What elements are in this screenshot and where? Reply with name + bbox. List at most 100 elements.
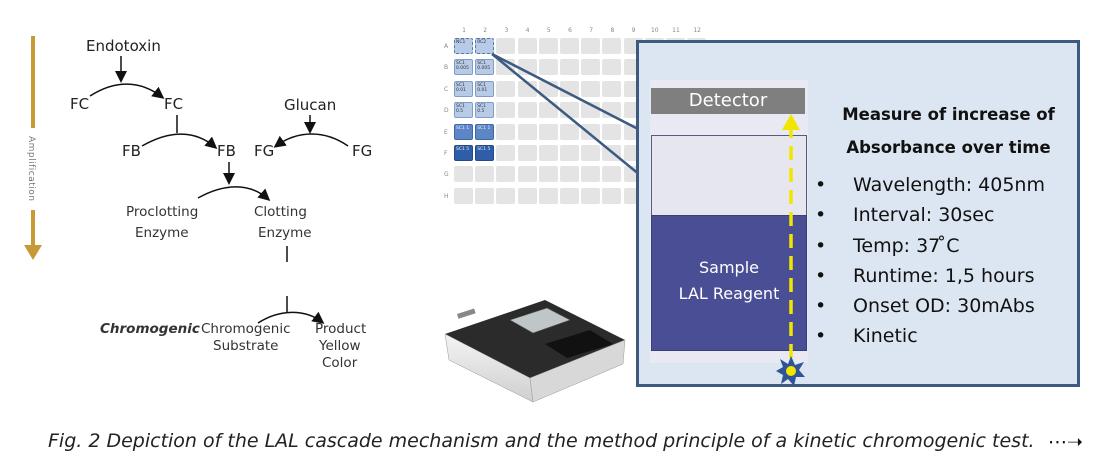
plate-column-header: 5 (546, 27, 551, 34)
plate-well (517, 145, 537, 161)
plate-well (602, 123, 622, 140)
reader-logo (457, 308, 476, 319)
light-beam (776, 114, 805, 386)
plate-well: SC1 0.5 (454, 102, 473, 119)
plate-row-header: E (444, 128, 448, 136)
plate-well (581, 80, 601, 97)
plate-row-header: D (444, 107, 449, 115)
plate-well: SC1 5 (454, 145, 473, 161)
detector-box: Detector (651, 88, 805, 114)
sample-label-line2: LAL Reagent (678, 284, 780, 303)
plate-column-header: 9 (631, 27, 636, 34)
fg-activation-arrow (273, 133, 349, 148)
plate-well: SC1 0.005 (475, 59, 495, 76)
plate-well (581, 38, 601, 54)
glucan-label: Glucan (284, 96, 336, 114)
list-item: •Interval: 30sec (815, 200, 1045, 230)
measure-title-line2: Absorbance over time (846, 138, 1051, 157)
sample-label-line1: Sample (699, 258, 759, 277)
fc-left-label: FC (70, 95, 89, 113)
plate-well (496, 80, 516, 97)
fc-activation-arrow (89, 83, 165, 99)
proclotting-label-line1: Proclotting (126, 204, 198, 220)
plate-column-header: 11 (672, 27, 680, 34)
plate-well: SC1 1 (454, 123, 473, 140)
interval-text: Interval: 30sec (853, 204, 995, 227)
temp-text: Temp: 37 ̊C (853, 234, 960, 257)
plate-well: SC1 0.005 (454, 59, 473, 76)
list-item: •Runtime: 1,5 hours (815, 261, 1045, 291)
plate-well: SC1 0.01 (454, 80, 473, 97)
measure-title-line1: Measure of increase of (842, 105, 1055, 124)
plate-well: SC1 5 (475, 145, 495, 161)
plate-well (538, 187, 558, 204)
plate-column-header: 3 (504, 27, 509, 34)
plate-column-header: 10 (650, 27, 659, 34)
kinetic-text: Kinetic (853, 325, 918, 348)
plate-column-header: 4 (525, 27, 530, 34)
plate-column-header: 1 (462, 27, 466, 34)
list-item: •Kinetic (815, 321, 1045, 351)
plate-well (496, 38, 516, 54)
cuvette-sample-fill (651, 215, 807, 351)
clotting-label-line1: Clotting (254, 204, 307, 220)
plate-well (538, 145, 558, 161)
plate-well (560, 80, 579, 97)
plate-well (581, 166, 601, 183)
plate-well (517, 59, 537, 76)
plate-well (517, 123, 537, 140)
plate-well: SC1 1 (475, 123, 495, 140)
plate-well (538, 123, 558, 140)
fc-right-label: FC (164, 95, 183, 113)
product-line2: Yellow (318, 338, 361, 354)
product-line1: Product (315, 321, 366, 337)
plate-row-header: C (444, 85, 449, 93)
reader-display (509, 307, 571, 334)
plate-well (496, 145, 516, 161)
onset-od-text: Onset OD: 30mAbs (853, 295, 1035, 318)
plate-column-header: 2 (483, 27, 488, 34)
proclotting-label-line2: Enzyme (135, 225, 189, 241)
plate-column-header: 7 (589, 27, 594, 34)
chromo-substrate-line2: Substrate (213, 338, 278, 354)
plate-well (538, 59, 558, 76)
measure-title: Measure of increase of Absorbance over t… (826, 98, 1071, 164)
next-arrow-icon[interactable]: ⋯➝ (1048, 431, 1083, 453)
plate-well (560, 123, 579, 140)
plate-well (454, 166, 473, 183)
plate-well (602, 59, 622, 76)
plate-column-header: 6 (568, 27, 572, 34)
endotoxin-label: Endotoxin (86, 37, 161, 55)
runtime-text: Runtime: 1,5 hours (853, 264, 1035, 287)
chromogenic-conversion-arrow (257, 311, 325, 324)
list-item: •Temp: 37 ̊C (815, 231, 1045, 261)
plate-row-header: F (444, 150, 448, 157)
reader-plate-drawer (545, 330, 613, 358)
plate-well: SC1 0.5 (475, 102, 495, 119)
plate-well (496, 187, 516, 204)
zoom-line-lower (491, 53, 641, 176)
plate-well (517, 38, 537, 54)
fg-left-label: FG (254, 142, 274, 160)
plate-well (496, 102, 516, 119)
plate-well (581, 187, 601, 204)
plate-well (602, 80, 622, 97)
wavelength-text: Wavelength: 405nm (853, 174, 1045, 196)
zoom-line-upper (491, 52, 641, 132)
light-source-icon (776, 356, 805, 386)
plate-well (475, 187, 495, 204)
plate-well (602, 38, 622, 54)
fb-activation-arrow (141, 133, 218, 149)
plate-well (517, 187, 537, 204)
figure-caption: Fig. 2 Depiction of the LAL cascade mech… (48, 430, 1035, 452)
plate-well: SC1 0.01 (475, 80, 495, 97)
list-item: •Wavelength: 405nm (815, 170, 1045, 200)
plate-well (602, 187, 622, 204)
plate-well (538, 166, 558, 183)
plate-well (581, 145, 601, 161)
bullet-icon: • (815, 295, 827, 318)
product-line3: Color (322, 355, 358, 371)
clotting-label-line2: Enzyme (258, 225, 312, 241)
plate-well (560, 166, 579, 183)
plate-row-header: A (444, 43, 449, 50)
